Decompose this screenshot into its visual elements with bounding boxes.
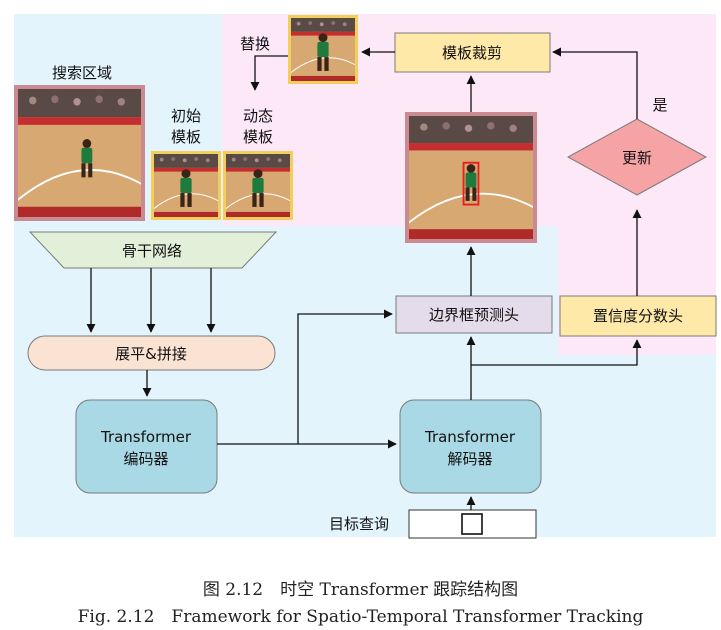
dynamic-template-label-1: 动态 — [243, 107, 273, 125]
initial-template-label-2: 模板 — [171, 128, 201, 146]
update-decision-diamond — [566, 118, 708, 196]
template-crop-label: 模板裁剪 — [442, 44, 502, 62]
yes-label: 是 — [652, 96, 667, 114]
replace-arrow — [250, 55, 288, 91]
tracking-result-image — [405, 112, 537, 243]
initial-template-image — [151, 151, 221, 220]
search-region-label: 搜索区域 — [52, 64, 112, 82]
update-label: 更新 — [622, 149, 652, 167]
update-to-crop-arrow — [552, 47, 638, 119]
flatten-concat-label: 展平&拼接 — [115, 345, 187, 363]
replace-label: 替换 — [240, 35, 270, 53]
transformer-encoder-box — [75, 399, 218, 494]
flatten-concat-box — [27, 335, 276, 371]
backbone-network — [28, 231, 278, 269]
confidence-score-head — [559, 295, 717, 337]
cropped-template-image — [288, 15, 358, 84]
tracking-framework-diagram: 搜索区域 初始 模板 动态 模板 替换 — [14, 14, 717, 539]
bbox-head-label: 边界框预测头 — [429, 306, 519, 324]
search-region-image — [14, 85, 145, 221]
query-square-icon — [461, 513, 483, 535]
dynamic-template-image — [223, 151, 293, 220]
dynamic-template-label-2: 模板 — [243, 128, 273, 146]
decoder-label-2: 解码器 — [447, 450, 492, 468]
target-query-label: 目标查询 — [329, 515, 389, 533]
template-crop-box — [394, 32, 551, 73]
bbox-prediction-head — [395, 295, 553, 334]
decoder-label-1: Transformer — [424, 428, 516, 446]
initial-template-label-1: 初始 — [171, 107, 201, 125]
figure-caption-chinese: 图 2.12 时空 Transformer 跟踪结构图 — [202, 580, 519, 600]
figure-caption-english: Fig. 2.12 Framework for Spatio-Temporal … — [77, 607, 644, 627]
confidence-head-label: 置信度分数头 — [593, 307, 683, 325]
decoder-to-confidence-head-arrow — [471, 339, 642, 366]
transformer-decoder-box — [399, 399, 542, 494]
backbone-label: 骨干网络 — [122, 242, 182, 260]
encoder-to-bbox-head-arrow — [297, 309, 393, 444]
encoder-label-1: Transformer — [100, 428, 192, 446]
encoder-label-2: 编码器 — [123, 450, 168, 468]
